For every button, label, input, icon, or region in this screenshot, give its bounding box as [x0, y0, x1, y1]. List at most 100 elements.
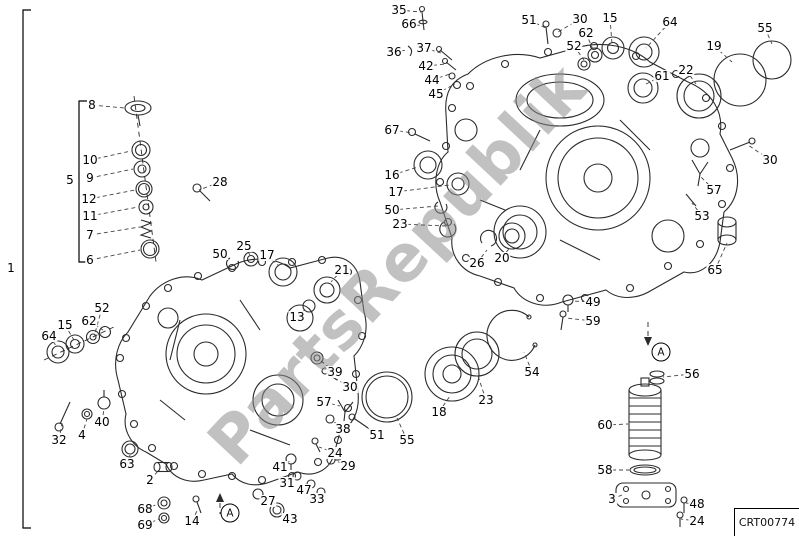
part-callout-61[interactable]: 61	[653, 69, 671, 83]
part-callout-47[interactable]: 47	[295, 483, 313, 497]
leader-line-30	[747, 144, 771, 161]
leader-line-7	[89, 226, 141, 236]
part-callout-38[interactable]: 38	[334, 422, 352, 436]
part-callout-62[interactable]: 62	[577, 26, 595, 40]
part-callout-17[interactable]: 17	[258, 248, 276, 262]
part-callout-22[interactable]: 22	[677, 63, 695, 77]
part-callout-26[interactable]: 26	[468, 256, 486, 270]
part-callout-55[interactable]: 55	[398, 433, 416, 447]
part-callout-68[interactable]: 68	[136, 502, 154, 516]
part-callout-64[interactable]: 64	[40, 329, 58, 343]
part-callout-63[interactable]: 63	[118, 457, 136, 471]
part-callout-21[interactable]: 21	[333, 263, 351, 277]
part-callout-6[interactable]: 6	[85, 253, 95, 267]
drawing-code-box: CRT00774	[734, 508, 799, 536]
part-callout-35[interactable]: 35	[390, 3, 408, 17]
part-callout-53[interactable]: 53	[693, 209, 711, 223]
leader-line-8	[91, 104, 125, 109]
part-callout-52[interactable]: 52	[565, 39, 583, 53]
leader-line-59	[565, 317, 594, 322]
part-callout-11[interactable]: 11	[81, 209, 99, 223]
part-callout-44[interactable]: 44	[423, 73, 441, 87]
part-callout-31[interactable]: 31	[278, 476, 296, 490]
part-callout-5[interactable]: 5	[65, 173, 75, 187]
part-callout-51[interactable]: 51	[520, 13, 538, 27]
part-callout-25[interactable]: 25	[235, 239, 253, 253]
part-callout-12[interactable]: 12	[80, 192, 98, 206]
part-callout-30[interactable]: 30	[761, 153, 779, 167]
part-callout-41[interactable]: 41	[271, 460, 289, 474]
part-callout-49[interactable]: 49	[584, 295, 602, 309]
part-callout-57[interactable]: 57	[315, 395, 333, 409]
part-callout-51[interactable]: 51	[368, 428, 386, 442]
part-callout-48[interactable]: 48	[688, 497, 706, 511]
part-callout-66[interactable]: 66	[400, 17, 418, 31]
part-callout-50[interactable]: 50	[383, 203, 401, 217]
assembly-bracket-1	[22, 9, 31, 529]
part-callout-7[interactable]: 7	[85, 228, 95, 242]
part-callout-36[interactable]: 36	[385, 45, 403, 59]
part-callout-30[interactable]: 30	[571, 12, 589, 26]
leader-line-64	[645, 21, 671, 49]
part-callout-20[interactable]: 20	[493, 251, 511, 265]
part-callout-27[interactable]: 27	[259, 494, 277, 508]
part-callout-4[interactable]: 4	[77, 428, 87, 442]
part-callout-42[interactable]: 42	[417, 59, 435, 73]
part-callout-23[interactable]: 23	[477, 393, 495, 407]
part-callout-19[interactable]: 19	[705, 39, 723, 53]
part-callout-54[interactable]: 54	[523, 365, 541, 379]
part-callout-40[interactable]: 40	[93, 415, 111, 429]
part-callout-45[interactable]: 45	[427, 87, 445, 101]
part-callout-16[interactable]: 16	[383, 168, 401, 182]
part-callout-15[interactable]: 15	[601, 11, 619, 25]
part-callout-64[interactable]: 64	[661, 15, 679, 29]
leader-line-56	[662, 373, 693, 378]
part-callout-8[interactable]: 8	[87, 98, 97, 112]
part-callout-28[interactable]: 28	[211, 175, 229, 189]
part-callout-10[interactable]: 10	[81, 153, 99, 167]
view-direction-arrow	[216, 493, 224, 502]
part-callout-39[interactable]: 39	[326, 365, 344, 379]
part-callout-3[interactable]: 3	[607, 492, 617, 506]
part-callout-58[interactable]: 58	[596, 463, 614, 477]
part-callout-2[interactable]: 2	[145, 473, 155, 487]
part-callout-32[interactable]: 32	[50, 433, 68, 447]
part-callout-67[interactable]: 67	[383, 123, 401, 137]
leader-line-17	[395, 184, 451, 193]
part-callout-62[interactable]: 62	[80, 314, 98, 328]
part-callout-18[interactable]: 18	[430, 405, 448, 419]
leader-line-9	[89, 168, 134, 179]
part-callout-50[interactable]: 50	[211, 247, 229, 261]
part-callout-14[interactable]: 14	[183, 514, 201, 528]
leader-line-65	[714, 242, 728, 271]
part-callout-30[interactable]: 30	[341, 380, 359, 394]
part-callout-65[interactable]: 65	[706, 263, 724, 277]
left-side-parts-drawing	[43, 183, 413, 524]
drawing-code: CRT00774	[738, 516, 796, 529]
part-callout-43[interactable]: 43	[281, 512, 299, 526]
part-callout-33[interactable]: 33	[308, 492, 326, 506]
part-callout-55[interactable]: 55	[756, 21, 774, 35]
leader-line-16	[391, 166, 419, 176]
part-callout-57[interactable]: 57	[705, 183, 723, 197]
part-callout-17[interactable]: 17	[387, 185, 405, 199]
part-callout-24[interactable]: 24	[688, 514, 706, 528]
part-callout-59[interactable]: 59	[584, 314, 602, 328]
part-callout-29[interactable]: 29	[339, 459, 357, 473]
part-callout-24[interactable]: 24	[326, 446, 344, 460]
part-callout-13[interactable]: 13	[288, 310, 306, 324]
assembly-bracket-5	[78, 100, 87, 263]
leader-line-15	[609, 17, 613, 45]
part-callout-52[interactable]: 52	[93, 301, 111, 315]
part-callout-9[interactable]: 9	[85, 171, 95, 185]
part-callout-15[interactable]: 15	[56, 318, 74, 332]
part-callout-60[interactable]: 60	[596, 418, 614, 432]
part-callout-56[interactable]: 56	[683, 367, 701, 381]
part-callout-69[interactable]: 69	[136, 518, 154, 532]
part-callout-37[interactable]: 37	[415, 41, 433, 55]
part-callout-1[interactable]: 1	[6, 261, 16, 275]
part-callout-23[interactable]: 23	[391, 217, 409, 231]
